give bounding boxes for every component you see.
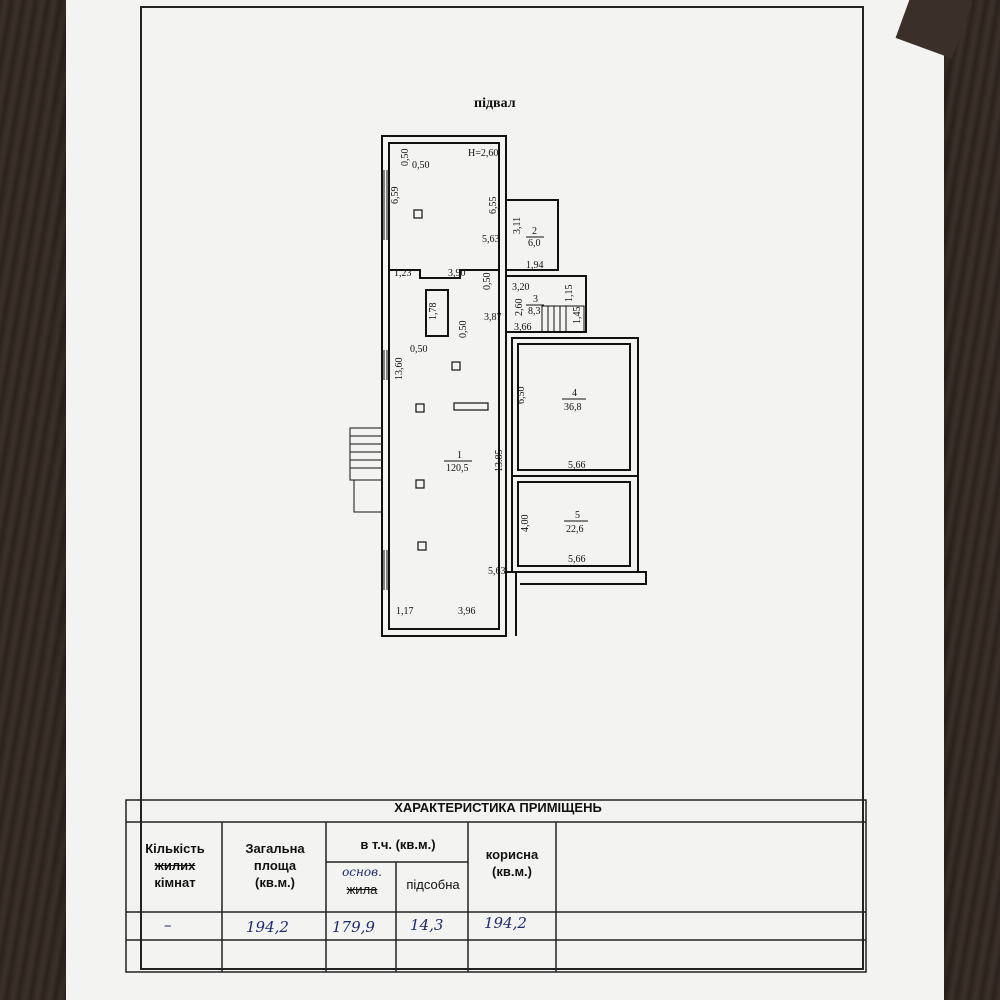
dim-label: 0,50 xyxy=(482,273,493,291)
dim-height: H=2,60 xyxy=(468,148,498,159)
value-total: 194,2 xyxy=(246,918,289,936)
room-5-inner-walls xyxy=(517,481,631,567)
column-block xyxy=(425,289,449,337)
dim-label: 1,78 xyxy=(428,303,439,321)
dim-label: 5,66 xyxy=(568,554,586,565)
header-text: Загальна xyxy=(245,841,305,856)
sub-aux-header: підсобна xyxy=(406,877,460,892)
header-struck-text: жила xyxy=(346,882,378,897)
room-number: 5 xyxy=(575,510,580,521)
value-useful: 194,2 xyxy=(484,914,527,932)
dim-label: 13,60 xyxy=(394,358,405,381)
dim-label: 5,66 xyxy=(568,460,586,471)
room-area: 36,8 xyxy=(564,402,582,413)
room-number: 4 xyxy=(572,388,577,399)
dim-label: 1,17 xyxy=(396,606,414,617)
header-text: Кількість xyxy=(145,841,205,856)
dim-label: 3,66 xyxy=(514,322,532,333)
room-number: 2 xyxy=(532,226,537,237)
dim-label: 3,11 xyxy=(512,217,523,234)
dim-label: 6,59 xyxy=(390,187,401,205)
header-text: площа xyxy=(253,858,297,873)
dim-label: 6,55 xyxy=(488,197,499,215)
col-useful-header: корисна (кв.м.) xyxy=(470,846,554,880)
dim-label: 13.85 xyxy=(494,450,505,473)
room-2-walls xyxy=(505,199,559,271)
room-area: 8,3 xyxy=(528,306,541,317)
lower-corridor-wall xyxy=(506,571,517,636)
dim-label: 3,87 xyxy=(484,312,502,323)
dim-label: 0,50 xyxy=(458,321,469,339)
header-text: (кв.м.) xyxy=(255,875,295,890)
header-struck-text: жилих xyxy=(154,858,196,873)
value-rooms: – xyxy=(164,916,172,934)
handwritten-text: основ. xyxy=(342,865,382,879)
dim-label: 4,00 xyxy=(520,515,531,533)
room-area: 120,5 xyxy=(446,463,469,474)
stairs-right xyxy=(541,305,585,333)
plan-title: підвал xyxy=(474,96,516,111)
dim-label: 1,94 xyxy=(526,260,544,271)
dim-label: 1,45 xyxy=(572,307,583,325)
value-main: 179,9 xyxy=(332,918,375,936)
dim-label: 5,63 xyxy=(482,234,500,245)
lower-corridor-wall-2 xyxy=(520,571,647,585)
drawing-frame xyxy=(140,6,864,970)
dim-label: 0,50 xyxy=(410,344,428,355)
header-text: корисна xyxy=(485,847,539,862)
header-text: (кв.м.) xyxy=(492,864,532,879)
dim-label: 5,63 xyxy=(488,566,506,577)
room-area: 6,0 xyxy=(528,238,541,249)
dim-label: 1,23 xyxy=(394,268,412,279)
value-aux: 14,3 xyxy=(410,916,444,934)
dim-label: 3,20 xyxy=(512,282,530,293)
room-number: 1 xyxy=(457,450,462,461)
dim-label: 1,15 xyxy=(564,285,575,303)
dim-label: 3,90 xyxy=(448,268,466,279)
col-total-header: Загальна площа (кв.м.) xyxy=(228,840,322,891)
header-text: кімнат xyxy=(154,875,196,890)
room-4-inner-walls xyxy=(517,343,631,471)
dim-label: 0,50 xyxy=(412,160,430,171)
dim-label: 2,60 xyxy=(514,299,525,317)
group-header: в т.ч. (кв.м.) xyxy=(360,837,436,852)
stair-landing xyxy=(353,479,383,513)
main-room-inner-walls xyxy=(388,142,500,630)
dim-label: 3,96 xyxy=(458,606,476,617)
partition-wall xyxy=(389,269,499,279)
dim-label: 0,50 xyxy=(400,149,411,167)
room-number: 3 xyxy=(533,294,538,305)
dim-label: 6,50 xyxy=(516,387,527,405)
col-rooms-header: Кількість жилих кімнат xyxy=(130,840,220,891)
table-title: ХАРАКТЕРИСТИКА ПРИМІЩЕНЬ xyxy=(394,800,602,815)
sub-main-header: основ. жила xyxy=(328,864,396,898)
room-5-walls xyxy=(511,475,639,573)
room-area: 22,6 xyxy=(566,524,584,535)
main-room-walls xyxy=(381,135,507,637)
